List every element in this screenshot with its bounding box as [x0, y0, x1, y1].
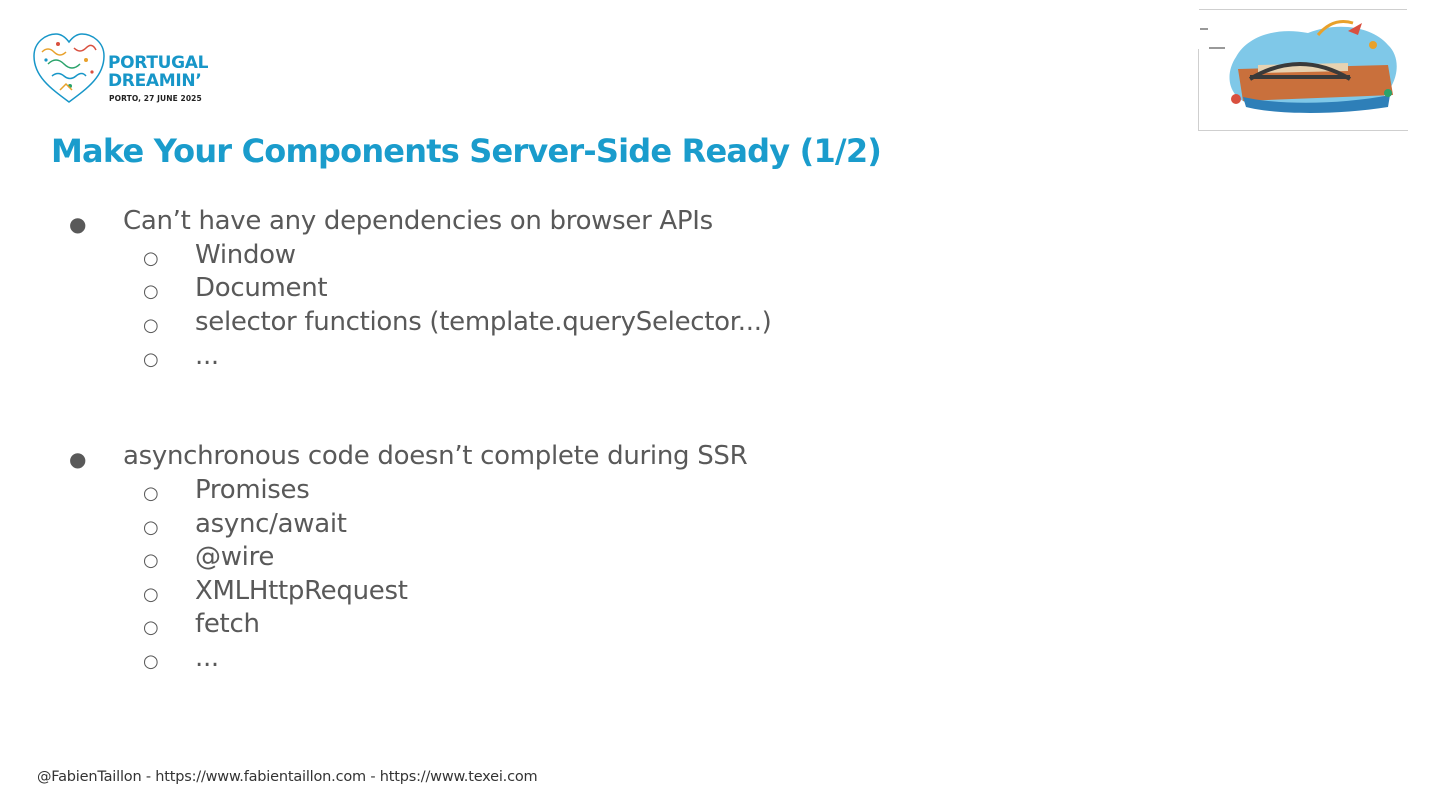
- sub-bullet-circle: ○: [143, 349, 159, 370]
- event-logo: PORTUGAL DREAMIN’ PORTO, 27 JUNE 2025: [30, 30, 220, 110]
- sub-bullet-circle: ○: [143, 617, 159, 638]
- sub-item-wire: @wire: [195, 542, 275, 572]
- sub-bullet-circle: ○: [143, 248, 159, 269]
- bullet-async-code: asynchronous code doesn’t complete durin…: [123, 441, 748, 471]
- sub-item-document: Document: [195, 273, 328, 303]
- bullet-browser-apis: Can’t have any dependencies on browser A…: [123, 206, 713, 236]
- sub-bullet-circle: ○: [143, 483, 159, 504]
- sub-item-async-await: async/await: [195, 509, 347, 539]
- sub-item-ellipsis: ...: [195, 341, 219, 371]
- logo-date: PORTO, 27 JUNE 2025: [109, 94, 202, 103]
- footer-credits: @FabienTaillon - https://www.fabientaill…: [37, 769, 538, 785]
- sub-item-window: Window: [195, 240, 296, 270]
- sub-bullet-circle: ○: [143, 281, 159, 302]
- sub-item-ellipsis: ...: [195, 643, 219, 673]
- slide-title: Make Your Components Server-Side Ready (…: [51, 132, 882, 170]
- sub-item-fetch: fetch: [195, 609, 260, 639]
- sub-item-xmlhttprequest: XMLHttpRequest: [195, 576, 408, 606]
- porto-illustration-icon: [1198, 9, 1408, 131]
- heart-logo-icon: [33, 33, 105, 103]
- sub-bullet-circle: ○: [143, 651, 159, 672]
- sub-bullet-circle: ○: [143, 550, 159, 571]
- sub-bullet-circle: ○: [143, 517, 159, 538]
- bullet-dot: ●: [69, 447, 87, 471]
- logo-line-2: DREAMIN’: [108, 71, 202, 91]
- logo-wordmark: PORTUGAL DREAMIN’: [108, 54, 208, 90]
- sub-bullet-circle: ○: [143, 315, 159, 336]
- logo-line-1: PORTUGAL: [108, 53, 209, 73]
- sub-bullet-circle: ○: [143, 584, 159, 605]
- sub-item-promises: Promises: [195, 475, 310, 505]
- bullet-dot: ●: [69, 212, 87, 236]
- sub-item-selector-functions: selector functions (template.querySelect…: [195, 307, 772, 337]
